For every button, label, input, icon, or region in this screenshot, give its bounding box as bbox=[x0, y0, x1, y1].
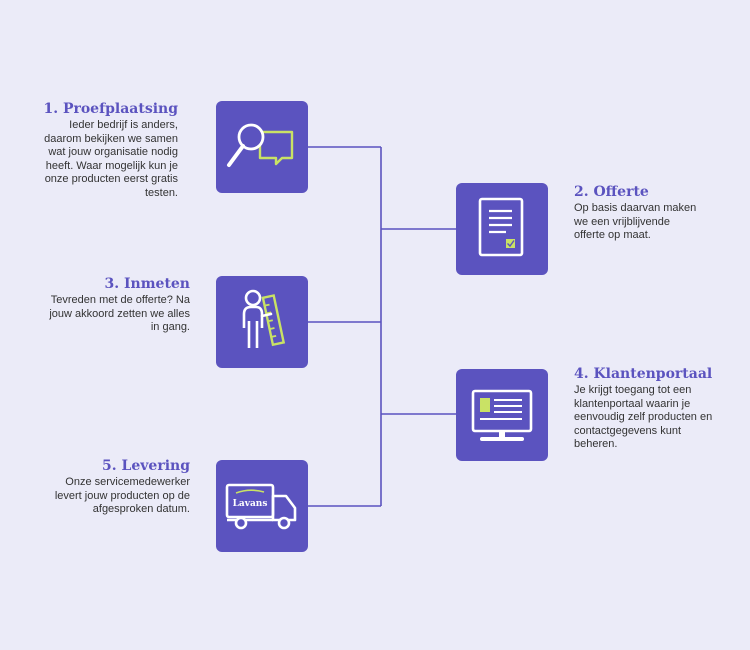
step-title: 5. Levering bbox=[102, 458, 190, 474]
document-check-icon bbox=[478, 197, 524, 257]
person-ruler-icon bbox=[242, 289, 286, 348]
step-title: 3. Inmeten bbox=[104, 276, 191, 292]
step-1-icon-box bbox=[216, 101, 308, 193]
step-title: 1. Proefplaatsing bbox=[43, 101, 178, 117]
step-3: 3. Inmeten Tevreden met de offerte? Na j… bbox=[40, 276, 190, 335]
step-4: 4. Klantenportaal Je krijgt toegang tot … bbox=[574, 366, 716, 452]
step-description: Onze servicemedewerker levert jouw produ… bbox=[54, 476, 190, 515]
step-5-icon-box: Lavans bbox=[216, 460, 308, 552]
step-4-icon-box bbox=[456, 369, 548, 461]
step-2-icon-box bbox=[456, 183, 548, 275]
step-description: Tevreden met de offerte? Na jouw akkoord… bbox=[49, 294, 190, 333]
lavans-logo: Lavans bbox=[233, 499, 268, 509]
step-title: 4. Klantenportaal bbox=[574, 366, 713, 382]
step-description: Ieder bedrijf is anders, daarom bekijken… bbox=[44, 119, 178, 199]
step-2: 2. Offerte Op basis daarvan maken we een… bbox=[574, 184, 702, 243]
step-description: Je krijgt toegang tot een klantenportaal… bbox=[574, 384, 713, 450]
step-5: 5. Levering Onze servicemedewerker lever… bbox=[40, 458, 190, 517]
monitor-icon bbox=[471, 389, 533, 441]
delivery-truck-icon: Lavans bbox=[225, 483, 297, 530]
magnifier-chat-icon bbox=[227, 123, 294, 167]
step-3-icon-box bbox=[216, 276, 308, 368]
step-description: Op basis daarvan maken we een vrijblijve… bbox=[574, 202, 697, 241]
step-title: 2. Offerte bbox=[574, 184, 649, 200]
step-1: 1. Proefplaatsing Ieder bedrijf is ander… bbox=[40, 101, 178, 200]
